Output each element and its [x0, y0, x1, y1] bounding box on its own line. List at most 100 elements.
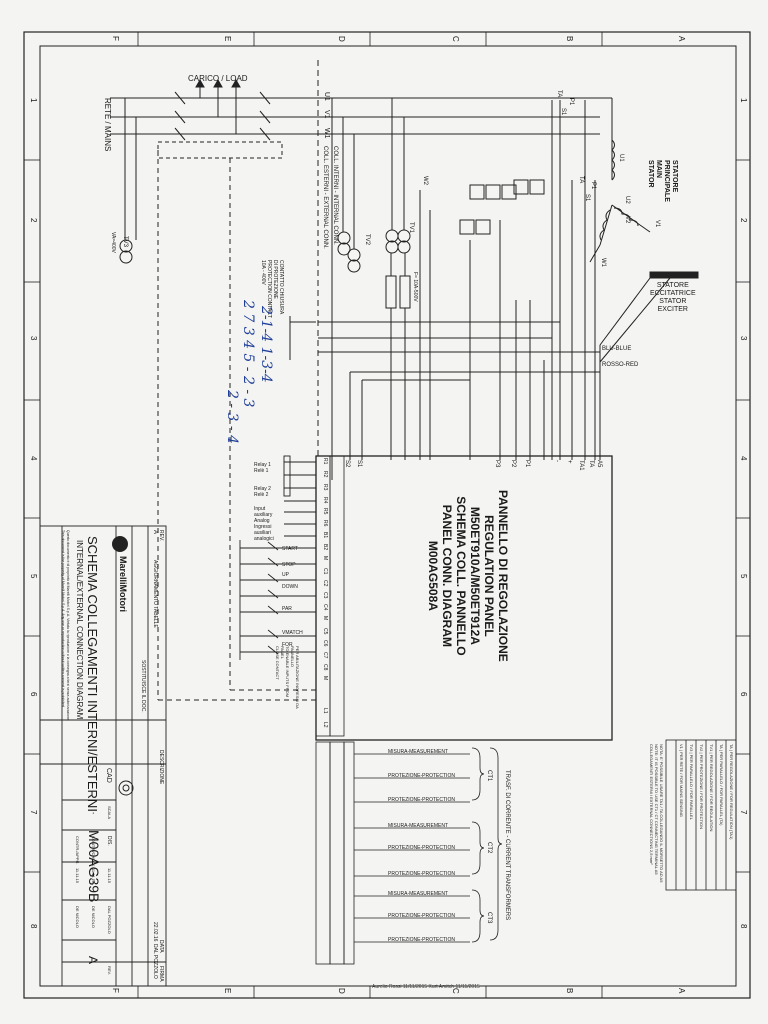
stator-terminal-w2: W2 — [422, 176, 428, 185]
ct-group-label: CT1 — [486, 770, 492, 782]
ct-row-label: PROTEZIONE-PROTECTION — [388, 773, 455, 779]
scale-value: - — [89, 812, 96, 815]
border-number-right: 5 — [739, 574, 748, 579]
command-stop: STOP — [282, 562, 296, 568]
blue-wire-label: BLU-BLUE — [602, 346, 632, 352]
tv3-label: TV3 — [122, 236, 128, 248]
ct-terminal-label: S1 — [560, 108, 566, 116]
border-letter-bottom: A — [677, 988, 686, 994]
panel-top-terminal: P1 — [524, 460, 530, 468]
signer-check: DE NICOLO — [91, 906, 96, 929]
revision-value: A — [86, 956, 100, 965]
panel-left-terminal: C7 — [322, 652, 328, 659]
internal-connection-note: COLL. INTERNI - INTERNAL CONN. — [332, 146, 338, 245]
ct-row-label: PROTEZIONE-PROTECTION — [388, 845, 455, 851]
signer-drawn: DAL POZZOLO — [107, 906, 112, 934]
tv1-label: TV1 — [408, 222, 414, 234]
panel-left-terminal: L2 — [322, 722, 328, 728]
command-par: PAR — [282, 606, 292, 612]
rev-row-id: A — [152, 530, 158, 535]
border-number-right: 6 — [739, 692, 748, 697]
ta-label: TA — [578, 176, 584, 184]
panel-left-terminal: B1 — [322, 532, 328, 539]
panel-top-terminal: A5 — [596, 460, 602, 468]
panel-left-terminal: R1 — [322, 458, 328, 465]
notes-row: V1 | PER RETE / FOR MAINS SENSING — [679, 744, 684, 817]
border-number-left: 1 — [29, 98, 38, 103]
ct-group-label: CT2 — [486, 842, 492, 854]
phase-label-v1: V1 — [323, 110, 330, 119]
panel-top-terminal: + — [566, 460, 572, 464]
ct-row-label: PROTEZIONE-PROTECTION — [388, 937, 455, 943]
border-number-right: 8 — [739, 924, 748, 929]
tv-rating: VA=400V — [110, 232, 116, 253]
rev-header: REV. — [158, 530, 164, 542]
red-wire-label: ROSSO-RED — [602, 362, 639, 368]
notes-footer: NOTA: E' POSSIBILE USARE TA1 / TA COLLEG… — [649, 744, 664, 883]
panel-left-terminal: R2 — [322, 471, 328, 478]
phase-label-w1: W1 — [323, 128, 330, 139]
border-letter-top: B — [565, 36, 574, 42]
panel-left-terminal: R4 — [322, 497, 328, 504]
ct-terminal-label: P1 — [568, 98, 574, 106]
rev-header: DATA — [158, 940, 164, 953]
border-number-right: 3 — [739, 336, 748, 341]
stator-terminal-v1: V1 — [654, 220, 660, 228]
stator-terminal-u1: U1 — [618, 154, 624, 162]
panel-left-terminal: C8 — [322, 664, 328, 671]
border-number-left: 4 — [29, 456, 38, 461]
panel-left-terminal: C1 — [322, 568, 328, 575]
border-letter-bottom: B — [565, 988, 574, 994]
rev-row-supersedes: SOSTITUISCE IL DOC. — [140, 660, 146, 713]
notes-row: TV1 | PER REGOLAZIONE / FOR REGULATION — [709, 744, 714, 832]
border-number-left: 2 — [29, 218, 38, 223]
tv2-label: TV2 — [364, 234, 370, 246]
panel-top-terminal: P2 — [510, 460, 516, 468]
command-for: FOR — [282, 642, 293, 648]
border-number-right: 4 — [739, 456, 748, 461]
border-number-right: 1 — [739, 98, 748, 103]
notes-row: TV2 | PER PROTEZIONE / FOR PROTECTION — [699, 744, 704, 830]
ct-section-title: TRASF. DI CORRENTE - CURRENT TRANSFORMER… — [504, 770, 510, 921]
ct-row-label: MISURA-MEASUREMENT — [388, 823, 449, 829]
command-down: DOWN — [282, 584, 298, 590]
border-letter-top: C — [451, 36, 460, 42]
rev-row-signer: DAL POZZOLO — [152, 944, 158, 979]
external-connection-note: COLL. ESTERNI - EXTERNAL CONN. — [322, 146, 328, 249]
outer-frame — [23, 31, 751, 999]
disclaimer-it: Questo documento è di proprietà di Marel… — [66, 530, 70, 721]
handwritten-note: 2 - 3 - 4 — [224, 390, 240, 444]
panel-left-terminal: C3 — [322, 592, 328, 599]
rev-row-description: AGGIORNAMENTO TABELLE — [152, 560, 158, 628]
command-up: UP — [282, 572, 289, 578]
date-drawn: 11.11.15 — [107, 868, 112, 883]
notes-row: TV3 | PER PARALLELO / FOR PARALLEL — [689, 744, 694, 820]
panel-top-terminal: S1 — [356, 460, 362, 468]
approval-label: CONTR./APPR. — [75, 836, 80, 865]
border-number-left: 3 — [29, 336, 38, 341]
date-approval: 11.11.15 — [75, 868, 80, 883]
signer-approval: DE NICOLO — [75, 906, 80, 929]
border-number-left: 7 — [29, 810, 38, 815]
handwritten-note: 2-1-4 1-3-4 — [258, 306, 274, 383]
cad-label: CAD — [105, 768, 112, 783]
approval-stamp: Aurelio Rossi 11/11/2015 Kurt Amitch 11/… — [372, 984, 480, 990]
company-name: MarelliMotori — [118, 556, 128, 613]
ct-row-label: PROTEZIONE-PROTECTION — [388, 871, 455, 877]
rev-header: FIRMA — [158, 966, 164, 982]
drawn-label: DIS. — [106, 836, 112, 846]
ct-group-label: CT3 — [486, 912, 492, 924]
drawing-title-it: SCHEMA COLLEGAMENTI INTERNI/ESTERNI — [85, 536, 100, 812]
border-letter-bottom: D — [337, 988, 346, 994]
stator-terminal-u2: U2 — [624, 196, 630, 204]
border-number-left: 6 — [29, 692, 38, 697]
marelli-logo — [112, 536, 128, 552]
relay-2-label: Relay 2 Relè 2 — [254, 486, 271, 498]
ct-row-label: MISURA-MEASUREMENT — [388, 749, 449, 755]
